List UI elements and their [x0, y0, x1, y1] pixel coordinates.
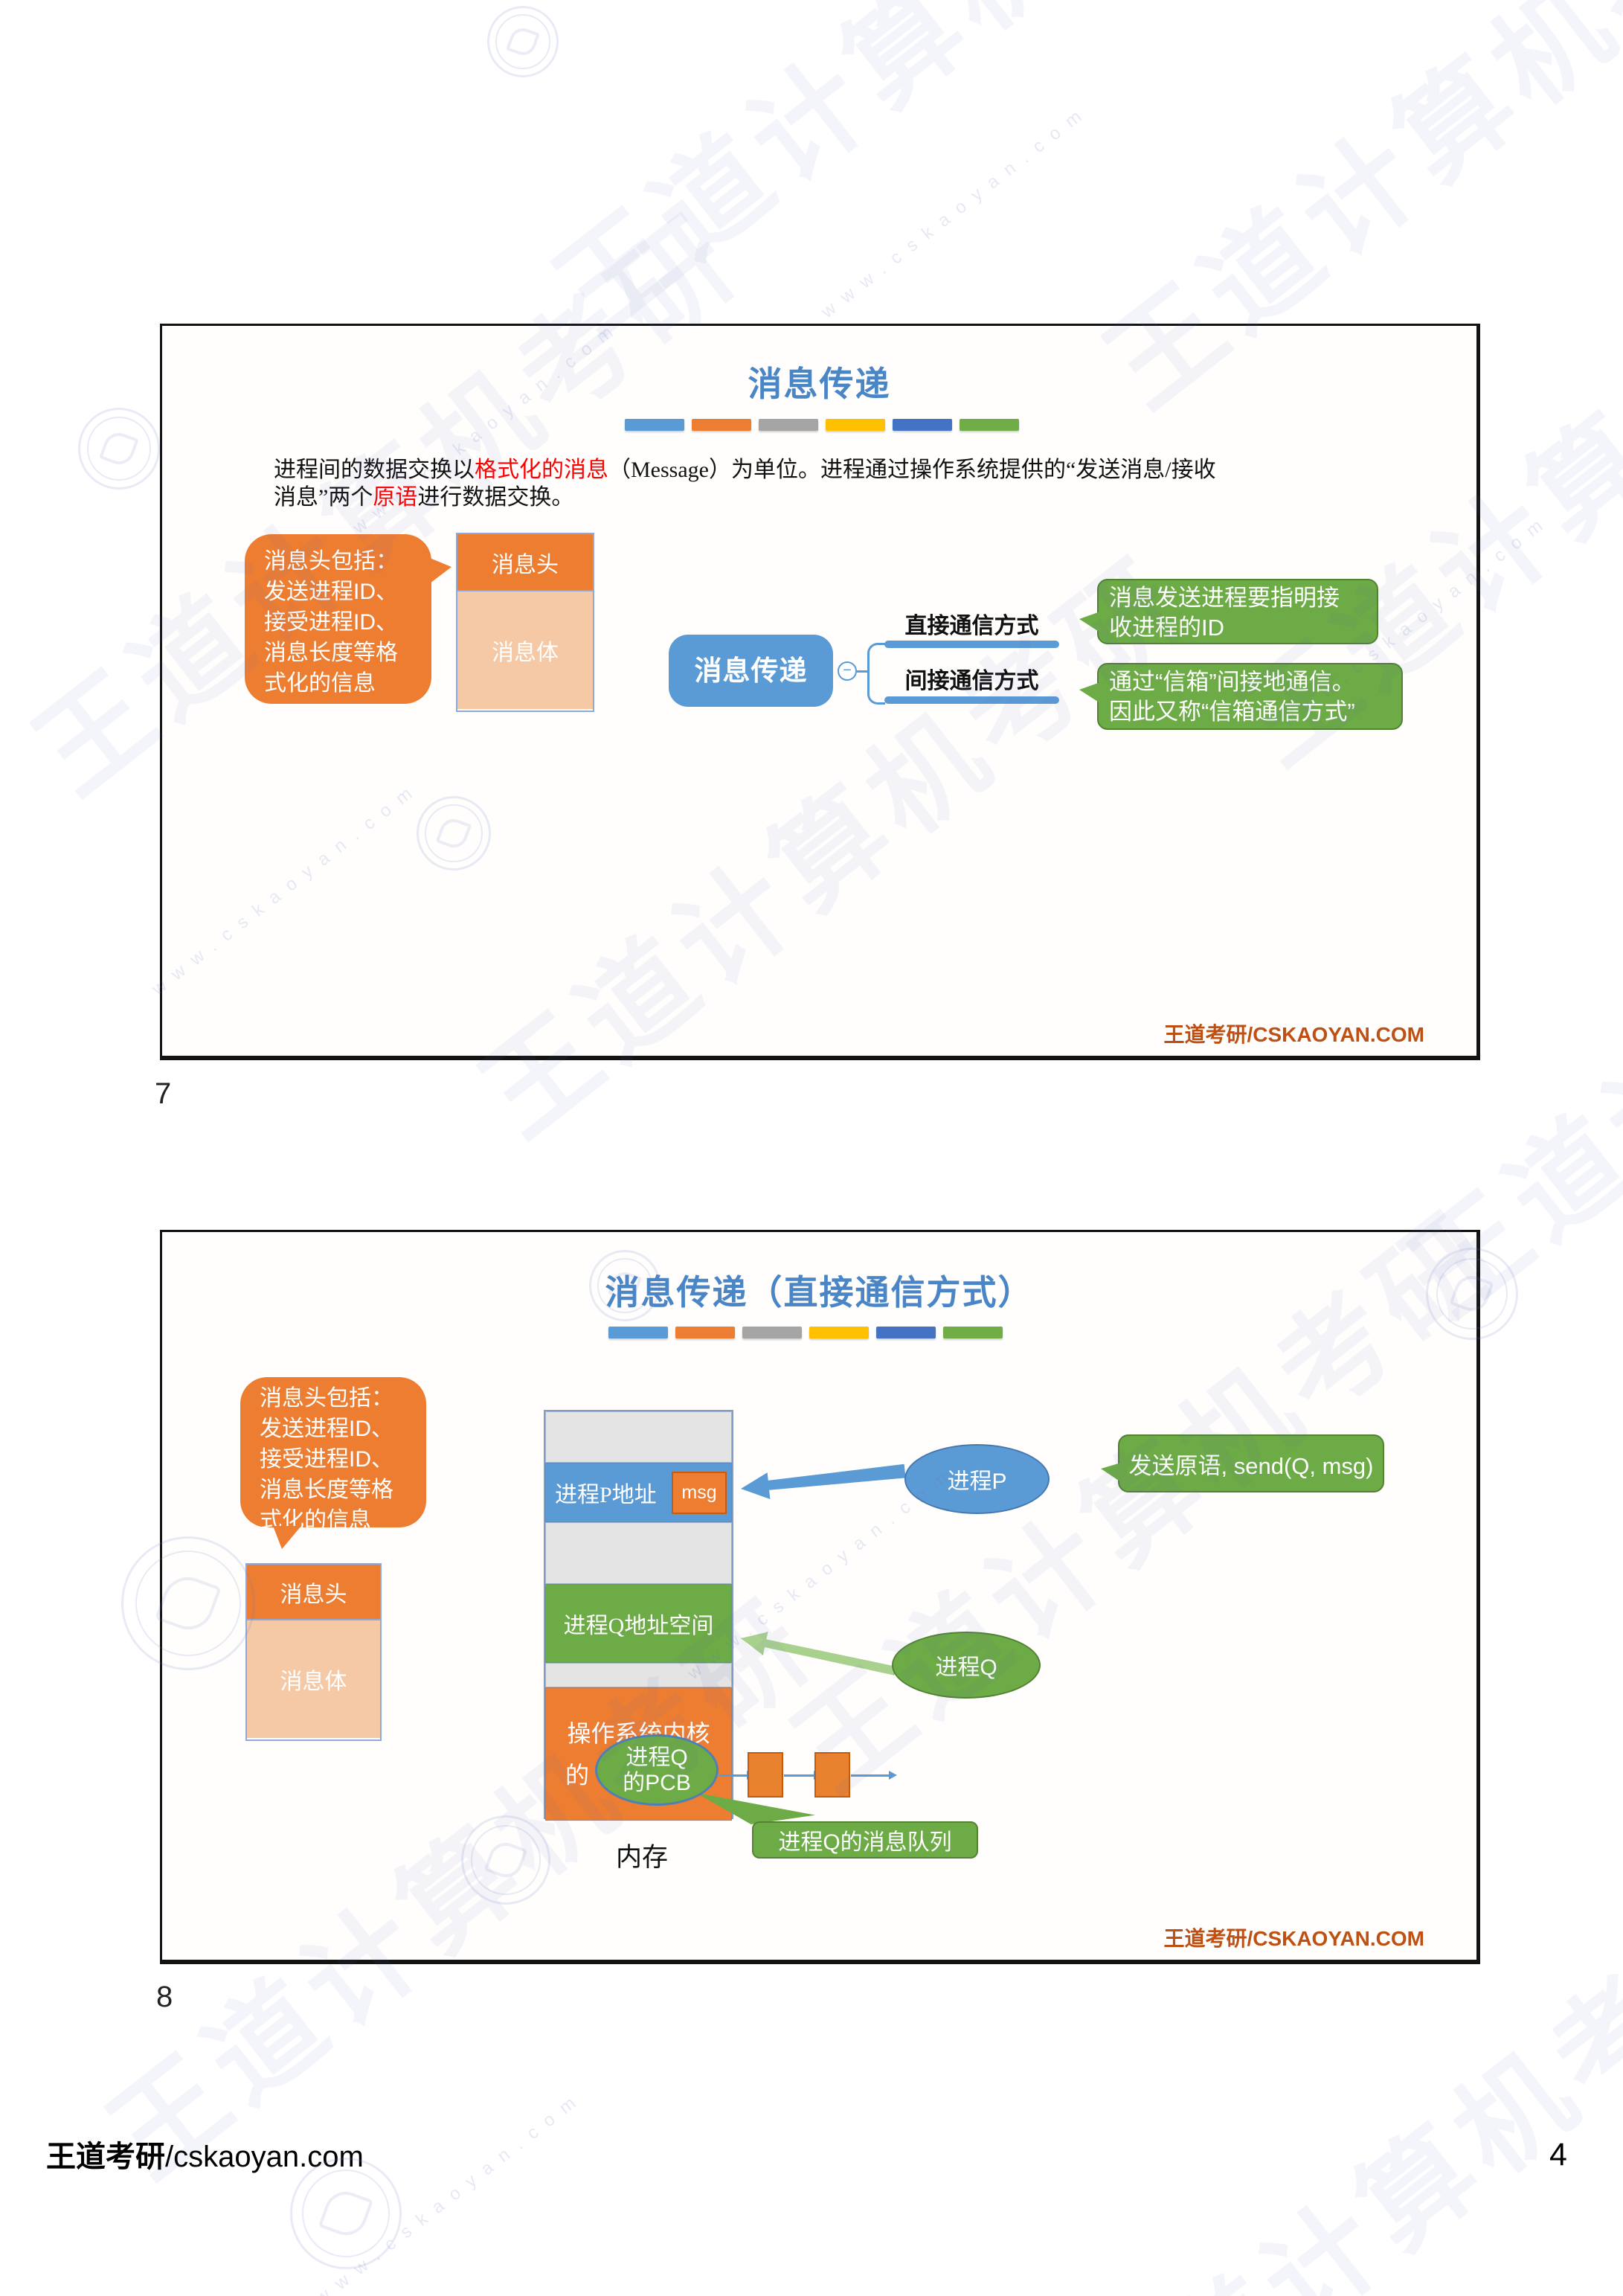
- paragraph-highlight: 原语: [373, 485, 418, 510]
- message-header-cell: 消息头: [457, 534, 593, 591]
- accent-bar: [893, 419, 952, 431]
- bubble-line: 消息长度等格: [264, 641, 398, 665]
- callout-line: 消息发送进程要指明接: [1109, 585, 1340, 611]
- callout-tail: [1079, 612, 1100, 632]
- message-node: [748, 1752, 783, 1798]
- paragraph-text: 消息”两个: [274, 485, 373, 510]
- direct-mode-callout: 消息发送进程要指明接 收进程的ID: [1079, 579, 1378, 644]
- page-footer: 王道考研/cskaoyan.com: [46, 2132, 364, 2175]
- send-primitive-callout: 发送原语, send(Q, msg): [1101, 1434, 1384, 1492]
- process-q-ellipse: 进程Q: [892, 1632, 1041, 1699]
- accent-bar: [625, 419, 684, 431]
- bubble-line: 发送进程ID、: [264, 580, 398, 604]
- memory-free-segment: [545, 1411, 732, 1463]
- accent-bar: [675, 1327, 735, 1338]
- bubble-line: 消息长度等格: [260, 1478, 393, 1502]
- message-header-callout-bubble: 消息头包括： 发送进程ID、 接受进程ID、 消息长度等格 式化的信息: [245, 534, 451, 704]
- branch-label-direct: 直接通信方式: [904, 614, 1039, 638]
- collapse-toggle-icon[interactable]: −: [838, 661, 857, 681]
- paragraph-highlight: 格式化的消息: [475, 458, 608, 482]
- slide8-title: 消息传递（直接通信方式）: [605, 1274, 1034, 1312]
- slide7-paragraph: 进程间的数据交换以格式化的消息（Message）为单位。进程通过操作系统提供的“…: [274, 456, 1397, 511]
- accent-bar: [692, 419, 751, 431]
- footer-brand: 王道考研: [46, 2140, 165, 2173]
- indirect-mode-callout: 通过“信箱”间接地通信。 因此又称“信箱通信方式”: [1079, 663, 1403, 730]
- slide7-title: 消息传递: [748, 365, 891, 403]
- memory-free-segment: [545, 1522, 732, 1584]
- paragraph-text: （Message）为单位。进程通过操作系统提供的“发送消息/接收: [608, 458, 1216, 482]
- message-node: [814, 1752, 850, 1798]
- watermark-stamp-icon: [487, 6, 559, 77]
- accent-bar-row: [625, 419, 1019, 431]
- send-arrow: [739, 1458, 907, 1502]
- bubble-line: 式化的信息: [264, 671, 376, 696]
- bubble-line: 消息头包括：: [264, 549, 398, 574]
- branch-underline: [884, 696, 1059, 704]
- memory-free-segment: [545, 1663, 732, 1687]
- watermark-url-text: www.cskaoyan.com: [312, 2086, 588, 2296]
- accent-bar: [943, 1327, 1003, 1338]
- page-number: 4: [1549, 2137, 1567, 2172]
- accent-bar: [876, 1327, 936, 1338]
- watermark-url-text: www.cskaoyan.com: [817, 100, 1094, 322]
- watermark-brand-text: 王道计算机考研: [535, 0, 1285, 356]
- message-queue-callout: 进程Q的消息队列: [752, 1821, 978, 1859]
- branch-label-indirect: 间接通信方式: [904, 669, 1039, 693]
- queue-link-arrow: [851, 1771, 897, 1780]
- paragraph-text: 进行数据交换。: [417, 485, 574, 510]
- pcb-line: 进程Q: [626, 1745, 688, 1770]
- accent-bar: [608, 1327, 668, 1338]
- accent-bar: [826, 419, 885, 431]
- accent-bar-row: [608, 1327, 1003, 1338]
- slide8-footer-brand: 王道考研/CSKAOYAN.COM: [1163, 1927, 1424, 1950]
- message-header-callout-bubble: 消息头包括： 发送进程ID、 接受进程ID、 消息长度等格 式化的信息: [240, 1377, 426, 1549]
- message-header-cell: 消息头: [247, 1565, 380, 1620]
- mindmap-bracket: [867, 643, 885, 705]
- mindmap-root-node: 消息传递: [669, 635, 833, 707]
- callout-tail: [1079, 682, 1100, 703]
- callout-line: 因此又称“信箱通信方式”: [1109, 699, 1355, 725]
- accent-bar: [759, 419, 818, 431]
- bubble-line: 发送进程ID、: [260, 1417, 393, 1441]
- queue-link-arrow: [719, 1771, 755, 1780]
- process-q-pcb-ellipse: 进程Q 的PCB: [595, 1734, 719, 1806]
- process-q-address-segment: 进程Q地址空间: [545, 1584, 732, 1663]
- message-body-cell: 消息体: [247, 1620, 380, 1738]
- message-structure-box: 消息头 消息体: [456, 533, 594, 712]
- slide7-footer-brand: 王道考研/CSKAOYAN.COM: [1163, 1023, 1424, 1046]
- callout-line: 收进程的ID: [1109, 615, 1224, 641]
- receive-arrow: [739, 1626, 898, 1682]
- accent-bar: [960, 419, 1019, 431]
- bubble-line: 接受进程ID、: [264, 610, 398, 635]
- msg-block: msg: [672, 1472, 727, 1514]
- process-p-ellipse: 进程P: [904, 1444, 1050, 1514]
- bubble-line: 消息头包括：: [260, 1386, 393, 1411]
- message-structure-box: 消息头 消息体: [245, 1563, 382, 1741]
- slide8-page-number: 8: [156, 1981, 173, 2013]
- callout-line: 通过“信箱”间接地通信。: [1109, 669, 1355, 695]
- watermark-stamp-icon: [78, 408, 160, 490]
- bubble-tail: [273, 1526, 301, 1549]
- kernel-label-line2: 的: [565, 1762, 590, 1789]
- message-body-cell: 消息体: [457, 591, 593, 709]
- memory-label: 内存: [615, 1843, 668, 1872]
- slide-7: 消息传递 进程间的数据交换以格式化的消息（Message）为单位。进程通过操作系…: [160, 324, 1480, 1060]
- slide-8: 消息传递（直接通信方式） 消息头包括： 发送进程ID、 接受进程ID、 消息长度…: [160, 1230, 1480, 1964]
- bubble-tail: [430, 558, 451, 583]
- branch-underline: [884, 641, 1059, 648]
- slide7-page-number: 7: [155, 1077, 172, 1110]
- accent-bar: [809, 1327, 869, 1338]
- bubble-line: 接受进程ID、: [260, 1447, 393, 1472]
- queue-link-arrow: [784, 1771, 822, 1780]
- callout-line: 发送原语, send(Q, msg): [1128, 1452, 1374, 1479]
- accent-bar: [742, 1327, 802, 1338]
- mindmap-connector: [857, 670, 869, 673]
- callout-tail: [1101, 1463, 1121, 1482]
- pcb-line: 的PCB: [623, 1771, 691, 1795]
- footer-site: /cskaoyan.com: [165, 2141, 364, 2173]
- paragraph-text: 进程间的数据交换以: [274, 458, 475, 482]
